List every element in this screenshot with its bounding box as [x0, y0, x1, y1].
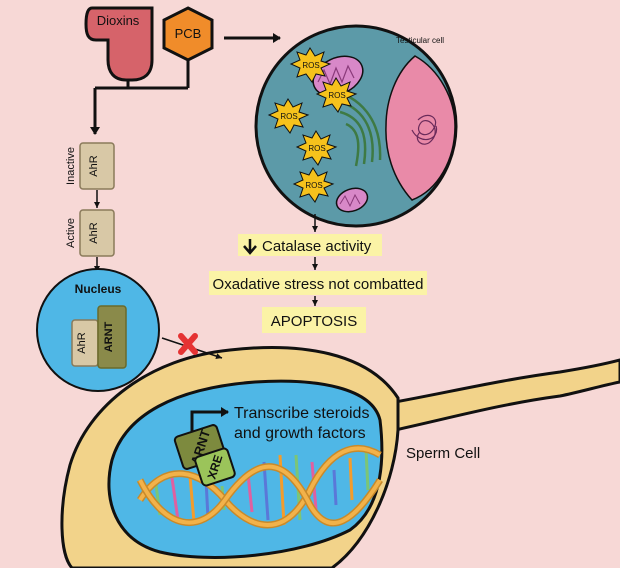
catalase-text: Catalase activity	[262, 238, 372, 255]
testicular-cell: ROS ROS ROS ROS ROS Testicular cell	[254, 24, 458, 228]
mitochondrion-small	[335, 187, 369, 213]
nucleus-ahr-label: AhR	[76, 332, 88, 353]
stress-text: Oxadative stress not combatted	[213, 276, 424, 293]
chromatin	[411, 114, 438, 145]
transcribe-line1: Transcribe steroids	[234, 405, 369, 422]
xre-block	[194, 447, 236, 487]
ros-burst-1: ROS	[289, 47, 332, 83]
sperm-tail	[393, 358, 620, 432]
sperm-cell: ARNT XRE Transcribe steroids and growth …	[60, 346, 620, 568]
effects-chain: Catalase activity Oxadative stress not c…	[209, 214, 427, 333]
blocked-x-icon	[178, 333, 198, 355]
dna-helix	[136, 444, 383, 529]
apoptosis-text: APOPTOSIS	[271, 313, 357, 330]
pcb-molecule: PCB	[162, 6, 214, 62]
active-ahr-box	[79, 209, 115, 257]
nucleus-arnt-box	[97, 305, 127, 369]
inactive-ahr-box	[79, 142, 115, 190]
ros-label-3: ROS	[308, 144, 325, 153]
ros-label-2: ROS	[280, 112, 297, 121]
pcb-label: PCB	[175, 26, 202, 41]
cell-nucleus	[385, 55, 456, 201]
dioxins-molecule: Dioxins	[84, 6, 154, 82]
transcribe-arrow	[190, 407, 229, 432]
testicular-cell-label: Testicular cell	[396, 36, 444, 45]
ros-label-5: ROS	[305, 181, 322, 190]
apoptosis-highlight	[262, 307, 366, 333]
toxin-connectors	[90, 33, 281, 135]
transcribe-line2: and growth factors	[234, 425, 366, 442]
inactive-ahr-label: AhR	[88, 155, 100, 176]
inactive-state-label: Inactive	[65, 147, 77, 185]
nucleus-arnt-label: ARNT	[103, 321, 115, 352]
ahr-pathway: AhR Inactive AhR Active Nucleus AhR ARNT	[36, 142, 223, 392]
ros-label-4: ROS	[328, 91, 345, 100]
ros-burst-2: ROS	[267, 98, 310, 134]
arnt-xre-complex: ARNT XRE	[173, 424, 236, 487]
active-ahr-label: AhR	[88, 222, 100, 243]
down-arrow-icon	[243, 239, 257, 255]
ros-burst-3: ROS	[295, 130, 338, 166]
sperm-cell-label: Sperm Cell	[406, 445, 480, 462]
stress-highlight	[209, 271, 427, 295]
nucleus-label: Nucleus	[75, 282, 122, 296]
catalase-highlight	[238, 234, 382, 256]
ros-burst-5: ROS	[292, 167, 335, 203]
ros-burst-4: ROS	[315, 77, 358, 113]
dioxins-label: Dioxins	[97, 13, 140, 28]
ros-label-1: ROS	[302, 61, 319, 70]
active-state-label: Active	[65, 218, 77, 248]
